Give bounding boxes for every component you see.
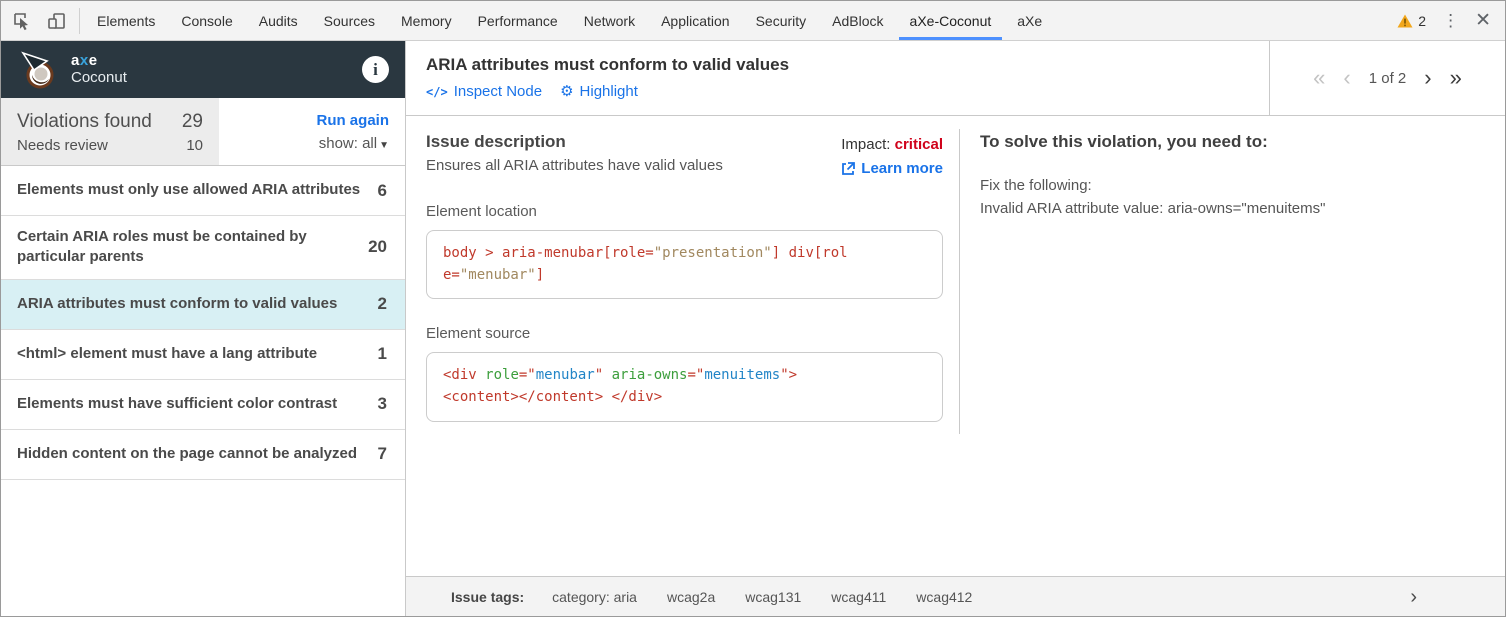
violation-item[interactable]: Hidden content on the page cannot be ana… — [1, 430, 405, 480]
tab-audits[interactable]: Audits — [258, 12, 298, 29]
next-page-icon[interactable]: › — [1424, 65, 1432, 90]
inspect-node-button[interactable]: </> Inspect Node — [426, 83, 543, 100]
highlight-button[interactable]: ⚙ Highlight — [560, 83, 638, 100]
devtools-toolbar: Elements Console Audits Sources Memory P… — [1, 1, 1505, 41]
warnings-indicator[interactable]: 2 — [1397, 13, 1426, 29]
run-again-button[interactable]: Run again — [316, 111, 389, 129]
learn-more-link[interactable]: Learn more — [841, 160, 943, 177]
element-source-heading: Element source — [426, 325, 531, 343]
impact-value: critical — [894, 136, 943, 153]
tab-security[interactable]: Security — [755, 12, 807, 29]
axe-coconut-logo-icon — [21, 51, 54, 88]
close-devtools-icon[interactable]: ✕ — [1475, 10, 1491, 31]
tab-performance[interactable]: Performance — [477, 12, 558, 29]
overflow-menu-icon[interactable]: ⋮ — [1442, 11, 1460, 30]
tag-wcag2a[interactable]: wcag2a — [666, 588, 716, 605]
pagination: « ‹ 1 of 2 › » — [1269, 41, 1505, 115]
solve-heading: To solve this violation, you need to: — [980, 132, 1268, 151]
axe-brand-text: axe Coconut — [71, 52, 127, 86]
external-link-icon — [842, 161, 856, 175]
axe-brand-bar: axe Coconut i — [1, 41, 405, 98]
summary-actions: Run again show: all▼ — [219, 98, 405, 165]
violations-found-count: 29 — [181, 111, 203, 132]
impact-block: Impact: critical Learn more — [841, 132, 943, 177]
info-icon[interactable]: i — [362, 56, 389, 83]
issue-description-text: Ensures all ARIA attributes have valid v… — [426, 157, 723, 174]
violation-detail-panel: ARIA attributes must conform to valid va… — [406, 41, 1505, 616]
highlight-icon: ⚙ — [560, 83, 574, 100]
violation-count: 1 — [377, 344, 387, 363]
impact-label: Impact: — [841, 136, 891, 153]
tab-adblock[interactable]: AdBlock — [832, 12, 884, 29]
needs-review-label: Needs review — [17, 137, 108, 154]
tag-wcag412[interactable]: wcag412 — [916, 588, 973, 605]
issue-tags-bar: Issue tags: category: aria wcag2a wcag13… — [406, 576, 1505, 616]
fix-label: Fix the following: — [980, 177, 1092, 194]
tag-wcag411[interactable]: wcag411 — [831, 588, 887, 605]
issue-tags-label: Issue tags: — [451, 588, 525, 605]
chevron-down-icon: ▼ — [379, 139, 389, 151]
tab-console[interactable]: Console — [181, 12, 233, 29]
tab-network[interactable]: Network — [583, 12, 636, 29]
page-position: 1 of 2 — [1368, 69, 1407, 87]
needs-review-count: 10 — [186, 137, 203, 154]
tag-wcag131[interactable]: wcag131 — [745, 588, 802, 605]
violation-header: ARIA attributes must conform to valid va… — [406, 41, 1505, 116]
previous-page-icon[interactable]: ‹ — [1343, 65, 1351, 90]
last-page-icon[interactable]: » — [1449, 65, 1462, 90]
tab-sources[interactable]: Sources — [323, 12, 376, 29]
solve-column: To solve this violation, you need to: Fi… — [960, 116, 1505, 576]
tab-elements[interactable]: Elements — [97, 12, 156, 29]
violation-count: 2 — [377, 294, 387, 313]
issue-description-block: Issue description Ensures all ARIA attri… — [426, 132, 723, 177]
show-filter-dropdown[interactable]: show: all▼ — [318, 134, 389, 152]
issue-detail-column: Issue description Ensures all ARIA attri… — [406, 116, 959, 576]
tags-next-icon[interactable]: › — [1410, 585, 1417, 608]
inspect-element-icon[interactable] — [11, 10, 33, 32]
summary-counts: Violations found 29 Needs review 10 — [1, 98, 219, 165]
violation-item[interactable]: Elements must have sufficient color cont… — [1, 380, 405, 430]
violations-found-label: Violations found — [17, 111, 152, 132]
toolbar-separator — [79, 8, 80, 34]
violation-title: ARIA attributes must conform to valid va… — [426, 55, 790, 74]
tab-memory[interactable]: Memory — [401, 12, 452, 29]
axe-sidebar: axe Coconut i Violations found 29 Needs … — [1, 41, 406, 616]
device-toolbar-icon[interactable] — [45, 10, 67, 32]
violations-list: Elements must only use allowed ARIA attr… — [1, 166, 405, 616]
element-location-code[interactable]: body > aria-menubar[role="presentation"]… — [426, 230, 943, 300]
first-page-icon[interactable]: « — [1313, 65, 1326, 90]
issue-description-heading: Issue description — [426, 132, 566, 151]
scan-summary: Violations found 29 Needs review 10 Run … — [1, 98, 405, 166]
violation-count: 20 — [368, 237, 387, 257]
violation-count: 3 — [377, 394, 387, 413]
violation-item[interactable]: <html> element must have a lang attribut… — [1, 330, 405, 380]
violation-count: 7 — [377, 444, 387, 463]
devtools-tabs: Elements Console Audits Sources Memory P… — [84, 1, 1055, 40]
tag-category-aria[interactable]: category: aria — [552, 588, 637, 605]
violation-count: 6 — [377, 180, 387, 200]
tab-axe-coconut[interactable]: aXe-Coconut — [897, 1, 1005, 40]
tab-axe[interactable]: aXe — [1017, 12, 1043, 29]
violation-item[interactable]: Certain ARIA roles must be contained by … — [1, 216, 405, 280]
tab-application[interactable]: Application — [661, 12, 730, 29]
warning-count: 2 — [1418, 12, 1427, 29]
toolbar-icon-group — [1, 1, 73, 40]
toolbar-right-group: 2 ⋮ ✕ — [1397, 1, 1505, 40]
warning-triangle-icon — [1397, 14, 1413, 27]
code-brackets-icon: </> — [426, 84, 448, 99]
violation-item-selected[interactable]: ARIA attributes must conform to valid va… — [1, 279, 405, 330]
panel-divider — [959, 129, 960, 434]
element-location-heading: Element location — [426, 203, 537, 220]
violation-item[interactable]: Elements must only use allowed ARIA attr… — [1, 166, 405, 216]
fix-detail: Invalid ARIA attribute value: aria-owns=… — [980, 200, 1326, 218]
element-source-code[interactable]: <div role="menubar" aria-owns="menuitems… — [426, 352, 943, 422]
